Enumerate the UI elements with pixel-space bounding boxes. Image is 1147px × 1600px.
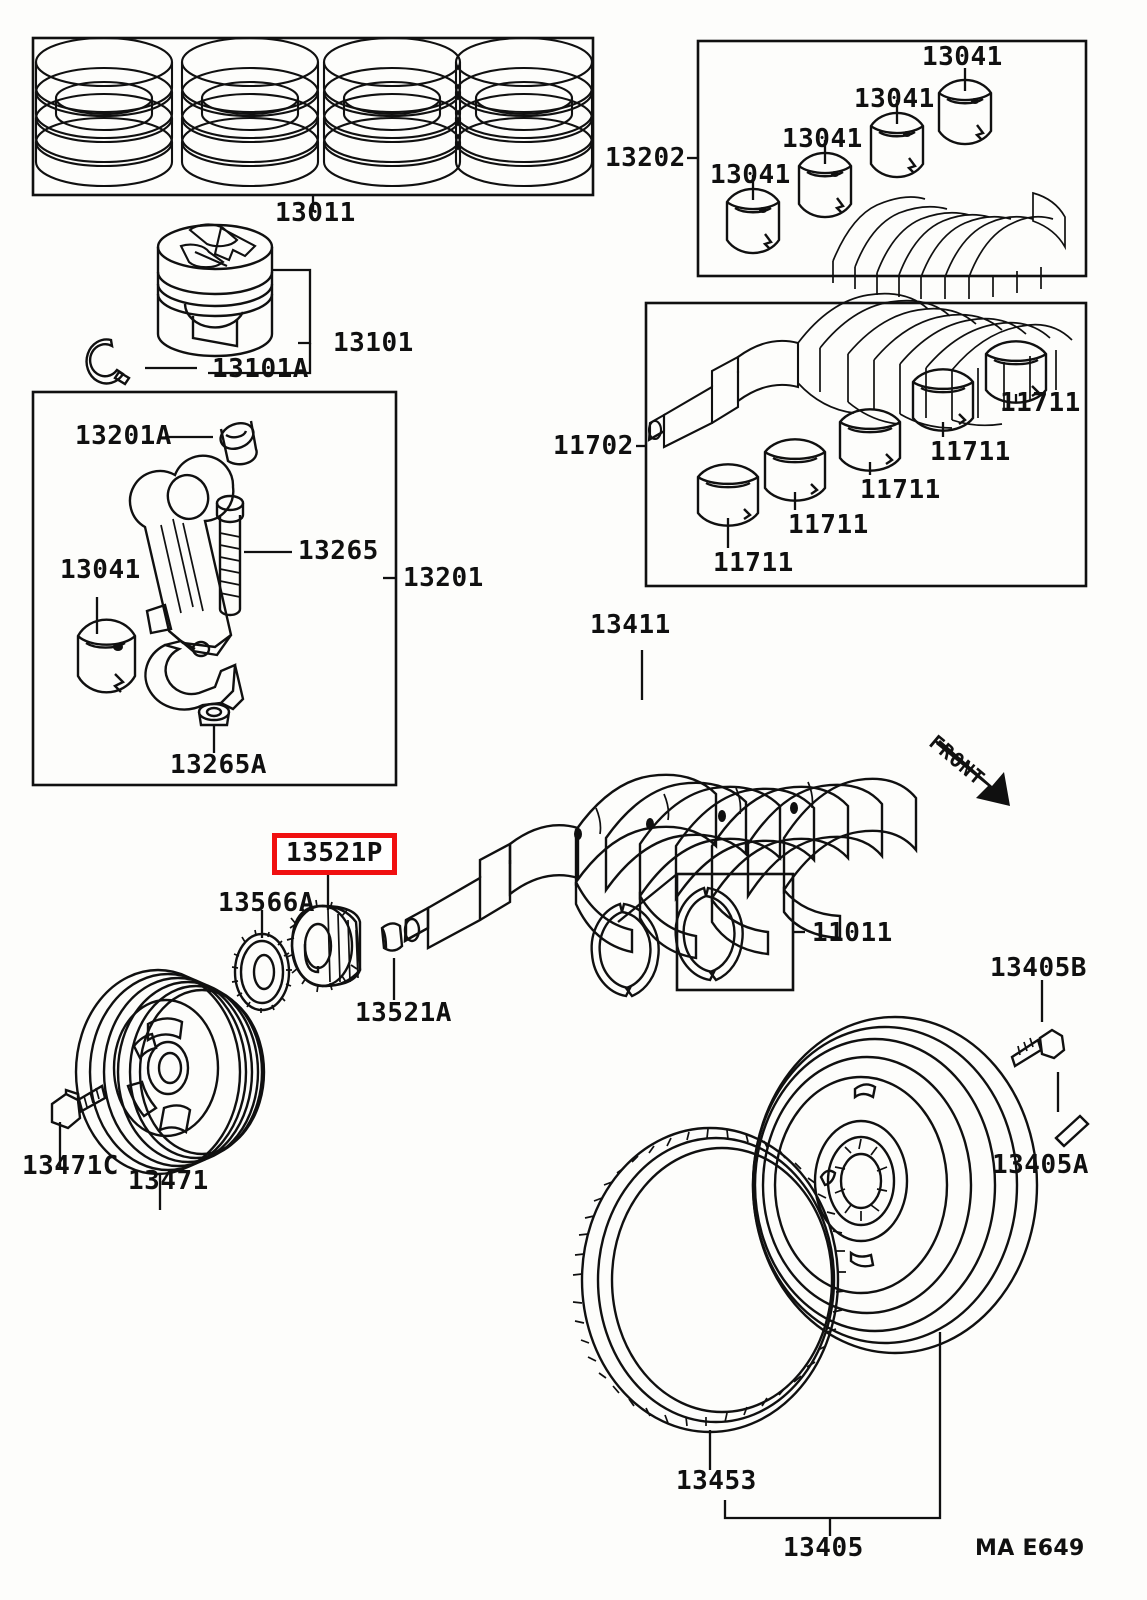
highlighted-part-label-13521P[interactable]: 13521P bbox=[272, 833, 397, 875]
part-label-13411: 13411 bbox=[590, 610, 671, 640]
part-label-11711-2: 11711 bbox=[788, 510, 869, 540]
part-label-13011: 13011 bbox=[275, 198, 356, 228]
part-label-13041-box-2: 13041 bbox=[782, 124, 863, 154]
part-label-11011: 11011 bbox=[812, 918, 893, 948]
highlighted-part-number: 13521P bbox=[286, 838, 383, 868]
diagram-footer-code: MA E649 bbox=[975, 1536, 1085, 1561]
part-label-11711-4: 11711 bbox=[930, 437, 1011, 467]
part-label-11711-3: 11711 bbox=[860, 475, 941, 505]
part-label-13041-box-3: 13041 bbox=[854, 84, 935, 114]
part-label-13405B: 13405B bbox=[990, 953, 1087, 983]
part-label-11702: 11702 bbox=[553, 431, 634, 461]
part-label-13201A: 13201A bbox=[75, 421, 172, 451]
part-label-13521A: 13521A bbox=[355, 998, 452, 1028]
part-label-11711-1: 11711 bbox=[713, 548, 794, 578]
part-label-13453: 13453 bbox=[676, 1466, 757, 1496]
part-label-13101: 13101 bbox=[333, 328, 414, 358]
part-label-11711-5: 11711 bbox=[1000, 388, 1081, 418]
part-label-13405: 13405 bbox=[783, 1533, 864, 1563]
part-label-13471C: 13471C bbox=[22, 1151, 119, 1181]
part-label-13041-rod: 13041 bbox=[60, 555, 141, 585]
part-label-13265A: 13265A bbox=[170, 750, 267, 780]
part-label-13566A: 13566A bbox=[218, 888, 315, 918]
part-label-13201: 13201 bbox=[403, 563, 484, 593]
part-label-13405A: 13405A bbox=[992, 1150, 1089, 1180]
part-label-13041-box-1: 13041 bbox=[710, 160, 791, 190]
part-label-13041-box-4: 13041 bbox=[922, 42, 1003, 72]
part-label-13265: 13265 bbox=[298, 536, 379, 566]
part-label-13101A: 13101A bbox=[212, 354, 309, 384]
part-label-13202: 13202 bbox=[605, 143, 686, 173]
part-label-13471: 13471 bbox=[128, 1166, 209, 1196]
